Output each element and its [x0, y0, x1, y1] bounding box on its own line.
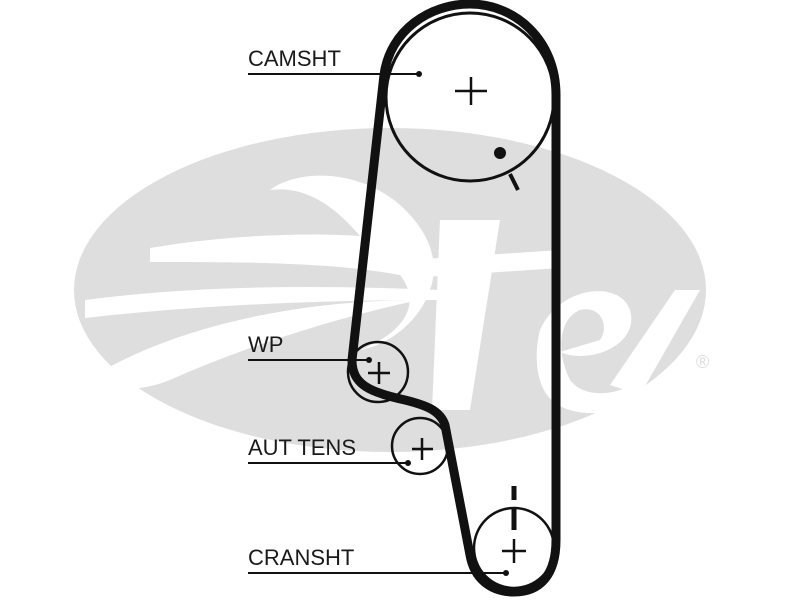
- water-pump-pulley: [346, 340, 410, 404]
- camshaft-timing-dot: [494, 147, 506, 159]
- camshaft-timing-dash: [508, 173, 520, 191]
- crankshaft-center-cross-icon: [502, 539, 526, 563]
- label-water-pump-text: WP: [248, 332, 283, 357]
- label-water-pump: WP: [248, 332, 372, 363]
- label-crankshaft-text: CRANSHT: [248, 545, 354, 570]
- gates-watermark: ®: [74, 128, 709, 452]
- water-pump-center-cross-icon: [368, 362, 390, 384]
- label-camshaft: CAMSHT: [248, 46, 422, 77]
- leader-dot-crankshaft: [503, 570, 509, 576]
- label-auto-tensioner: AUT TENS: [248, 435, 411, 466]
- leader-dot-water-pump: [366, 357, 372, 363]
- registered-trademark: ®: [696, 352, 709, 372]
- label-camshaft-text: CAMSHT: [248, 46, 341, 71]
- leader-dot-auto-tensioner: [405, 460, 411, 466]
- camshaft-center-cross-icon: [455, 77, 487, 105]
- label-auto-tensioner-text: AUT TENS: [248, 435, 356, 460]
- label-crankshaft: CRANSHT: [248, 545, 509, 576]
- leader-dot-camshaft: [416, 71, 422, 77]
- tensioner-center-cross-icon: [412, 438, 433, 460]
- timing-belt: [347, 0, 561, 597]
- watermark-lettering: [85, 175, 700, 414]
